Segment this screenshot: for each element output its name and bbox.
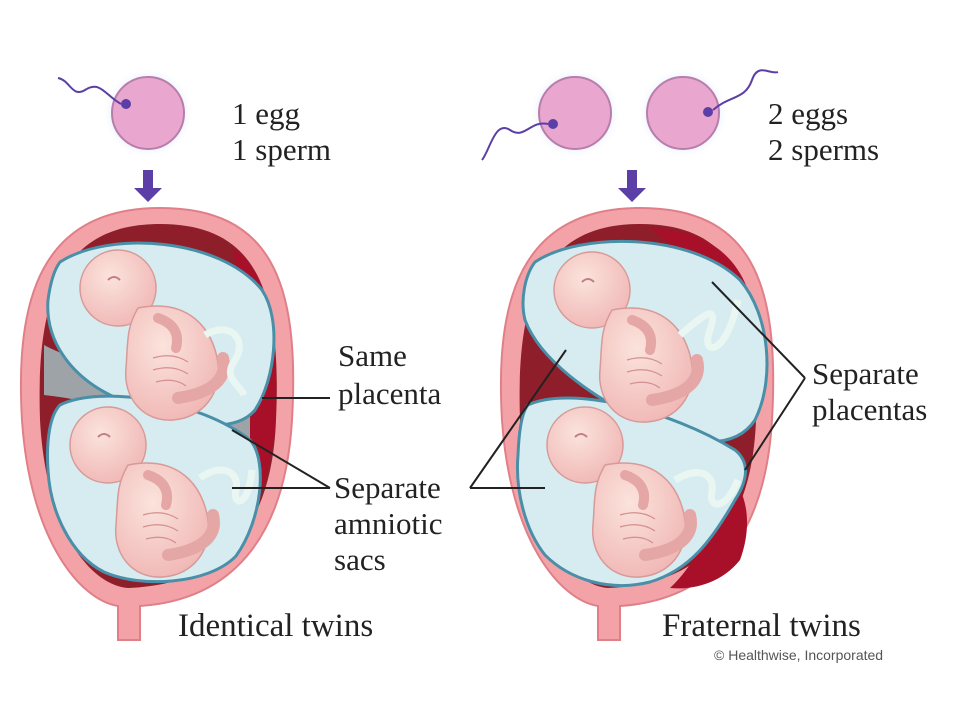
placenta-leader-upper (711, 281, 806, 379)
fraternal-eggs (481, 67, 779, 161)
separate-placentas-label-2: placentas (812, 392, 927, 427)
placenta-leader-lower (744, 377, 806, 471)
sperm-head (121, 99, 131, 109)
same-placenta-label-2: placenta (338, 376, 442, 411)
fraternal-cells-label-1: 2 eggs (768, 96, 848, 131)
sperm-tail-1 (481, 122, 549, 161)
down-arrow-icon-right (618, 170, 646, 202)
fraternal-twins-title: Fraternal twins (662, 608, 861, 644)
down-arrow-icon (134, 170, 162, 202)
egg-cell-2 (646, 76, 720, 150)
sperm-tail (57, 77, 122, 105)
identical-twins-title: Identical twins (178, 608, 373, 644)
sperm-head-2 (703, 107, 713, 117)
identical-cells-label-1: 1 egg (232, 96, 300, 131)
egg-cell-1 (538, 76, 612, 150)
upper-umbilical-cord-right (677, 299, 742, 351)
egg-cell (111, 76, 185, 150)
fraternal-cells-label-2: 2 sperms (768, 132, 879, 167)
sacs-label-1: Separate (334, 470, 441, 505)
same-placenta-label-1: Same (338, 338, 407, 373)
sac-leader-upper-right (469, 349, 567, 489)
sac-leader-upper-left (231, 429, 331, 489)
sacs-label-3: sacs (334, 542, 386, 577)
identical-cells-label-2: 1 sperm (232, 132, 331, 167)
separate-placentas-label-1: Separate (812, 356, 919, 391)
lower-umbilical-cord (197, 466, 256, 505)
sperm-head-1 (548, 119, 558, 129)
copyright-credit: © Healthwise, Incorporated (714, 647, 883, 663)
sacs-label-2: amniotic (334, 506, 442, 541)
identical-egg (57, 67, 194, 159)
fraternal-uterus (499, 206, 775, 641)
lower-umbilical-cord-right (673, 469, 742, 508)
upper-umbilical-cord (203, 326, 248, 397)
identical-uterus (19, 206, 295, 641)
sperm-tail-2 (712, 69, 779, 111)
